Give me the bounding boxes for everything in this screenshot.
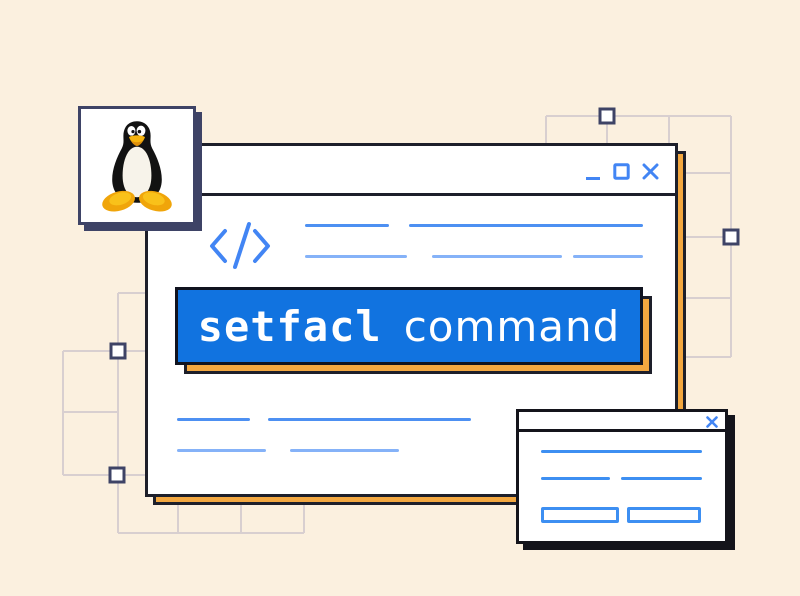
banner-suffix: command <box>403 301 621 351</box>
minimize-icon[interactable] <box>585 161 601 181</box>
dialog-text-skeleton <box>541 450 702 453</box>
dialog-button-secondary[interactable] <box>627 507 701 523</box>
text-line-skeleton <box>290 449 399 452</box>
text-line-skeleton <box>268 418 471 421</box>
command-banner: setfacl command <box>175 287 643 365</box>
maximize-icon[interactable] <box>613 161 630 181</box>
banner-keyword: setfacl <box>197 301 382 351</box>
close-icon[interactable] <box>642 161 659 181</box>
tux-logo-panel <box>78 106 196 225</box>
window-titlebar <box>148 146 675 196</box>
tux-linux-icon <box>102 120 172 212</box>
dialog-titlebar <box>519 412 725 432</box>
text-line-skeleton <box>409 224 643 227</box>
grid-node-handle <box>598 107 616 125</box>
text-line-skeleton <box>573 255 643 258</box>
code-icon <box>210 222 270 269</box>
dialog-button-primary[interactable] <box>541 507 619 523</box>
popup-dialog <box>516 409 728 544</box>
text-line-skeleton <box>177 418 250 421</box>
dialog-text-skeleton <box>541 477 610 480</box>
dialog-text-skeleton <box>621 477 702 480</box>
text-line-skeleton <box>177 449 266 452</box>
text-line-skeleton <box>305 224 389 227</box>
text-line-skeleton <box>432 255 562 258</box>
grid-node-handle <box>722 228 740 246</box>
window-controls <box>585 161 659 181</box>
grid-node-handle <box>109 342 127 360</box>
dialog-close-icon[interactable] <box>706 416 718 428</box>
grid-node-handle <box>108 466 126 484</box>
text-line-skeleton <box>305 255 407 258</box>
